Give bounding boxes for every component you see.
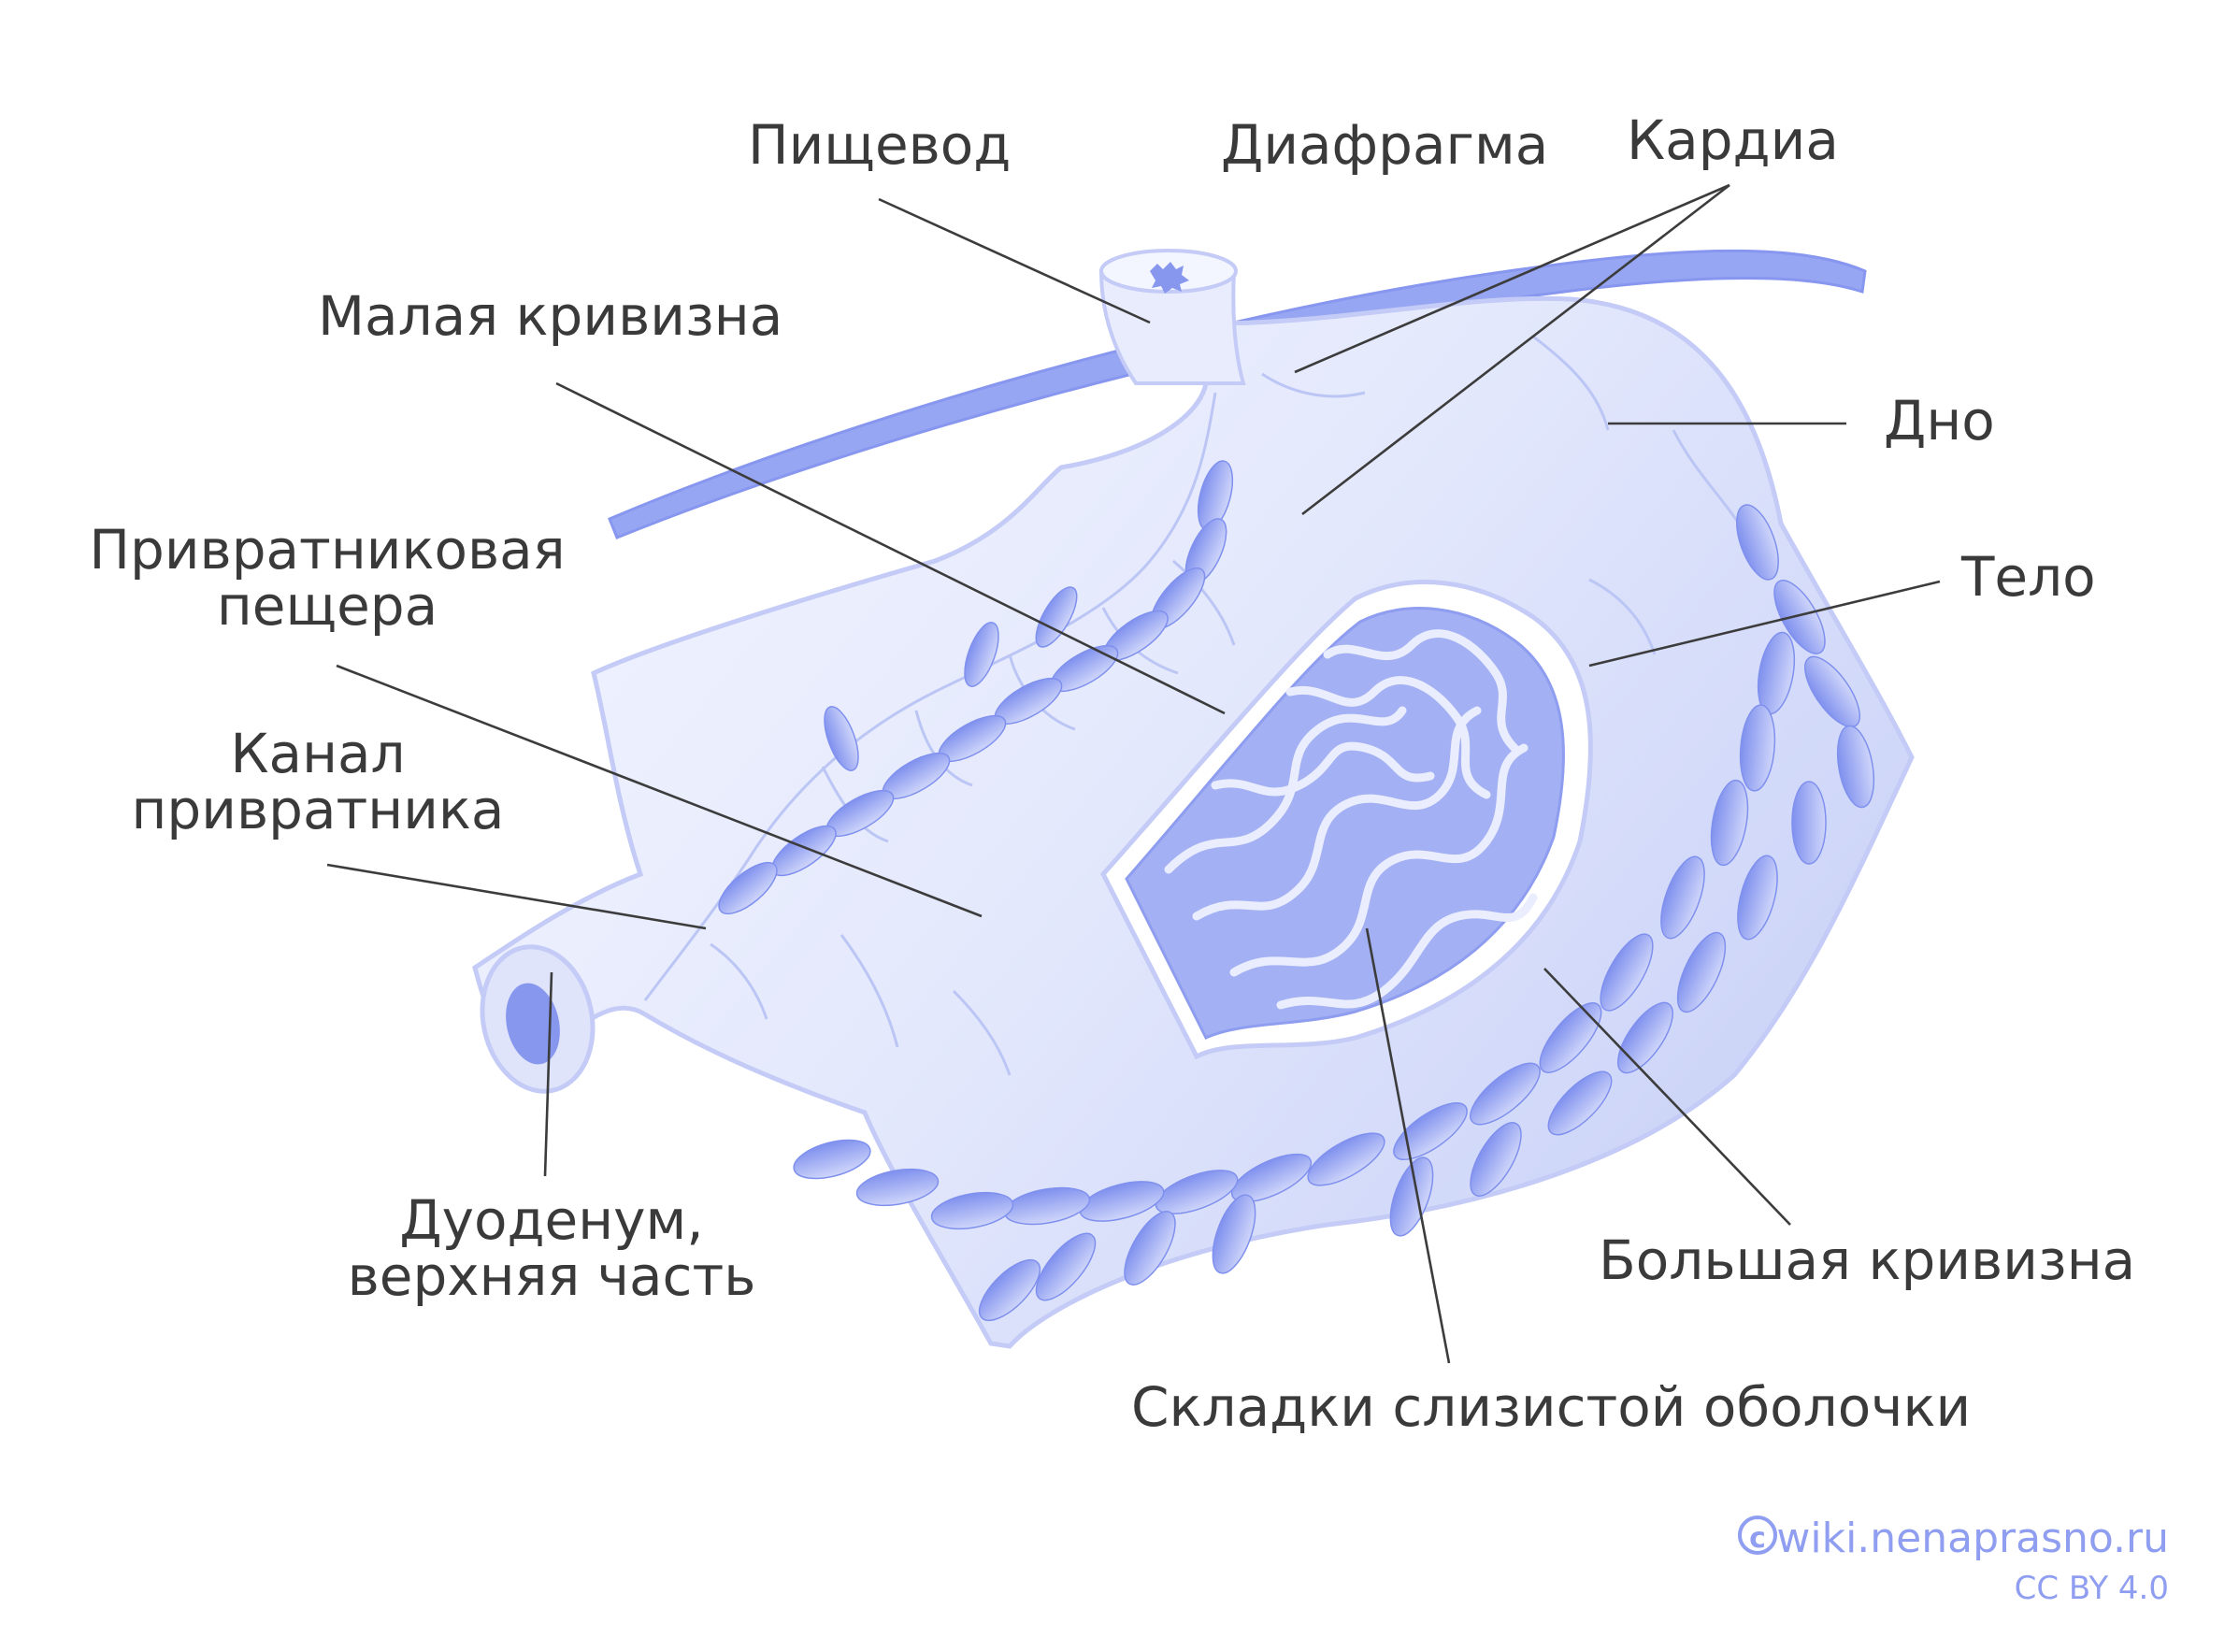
label-fundus: Дно (1884, 389, 1995, 453)
diaphragm-shape (608, 249, 1867, 539)
label-esophagus: Пищевод (748, 113, 1011, 177)
credit-site: wiki.nenaprasno.ru (1776, 1515, 2169, 1562)
esophagus-tube (1098, 269, 1246, 385)
copyright-icon (1738, 1516, 1777, 1555)
credit: c wiki.nenaprasno.ru CC BY 4.0 (1738, 1515, 2169, 1607)
leader-cardia-b (1301, 183, 1730, 516)
esophagus-lumen-icon (1150, 262, 1189, 294)
label-duodenum-2: верхняя часть (348, 1244, 756, 1308)
label-lesser-curvature: Малая кривизна (318, 284, 782, 348)
leader-greater-curvature (1543, 968, 1791, 1226)
leader-cardia-a (1294, 183, 1730, 374)
label-cardia: Кардиа (1627, 108, 1839, 172)
label-greater-curvature: Большая кривизна (1599, 1228, 2135, 1292)
leader-mucosal-folds (1365, 927, 1451, 1364)
label-diaphragm: Диафрагма (1221, 113, 1548, 177)
label-duodenum-1: Дуоденум, (399, 1188, 703, 1252)
leader-pyloric-canal (326, 863, 707, 930)
lymph-nodes (718, 460, 1875, 1322)
label-pyloric-canal-1: Канал (230, 722, 405, 785)
leader-lesser-curvature (555, 381, 1226, 715)
leader-lines (326, 183, 1941, 1364)
leader-duodenum (543, 971, 553, 1177)
mucosal-fold-lines (1164, 629, 1538, 1010)
labels: Пищевод Диафрагма Кардиа Малая кривизна … (89, 108, 2135, 1439)
label-pyloric-antrum-2: пещера (217, 574, 438, 638)
label-body: Тело (1960, 545, 2096, 609)
duodenum-lumen (506, 983, 560, 1065)
leader-body (1588, 580, 1941, 668)
leader-pyloric-antrum (336, 664, 983, 918)
label-mucosal-folds: Складки слизистой оболочки (1131, 1375, 1971, 1439)
label-pyloric-antrum-1: Привратниковая (89, 518, 565, 582)
credit-license: CC BY 4.0 (2015, 1570, 2169, 1607)
copyright-icon-letter: c (1749, 1522, 1766, 1555)
label-pyloric-canal-2: привратника (132, 778, 505, 841)
leader-esophagus (878, 197, 1151, 324)
